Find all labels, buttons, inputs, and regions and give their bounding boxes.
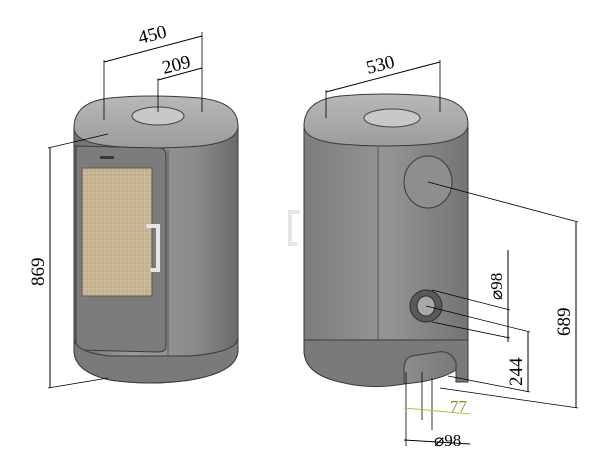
side-handle-icon: [288, 210, 300, 246]
dimension-label: 450: [136, 22, 169, 49]
dimension-label: 209: [160, 52, 193, 79]
dimension-air-inlet-diameter: ⌀98: [431, 250, 511, 342]
dimension-depth-side: 530: [325, 52, 441, 118]
dimension-label: 689: [554, 308, 575, 337]
dimension-label: 77: [450, 397, 468, 416]
dimension-label: ⌀98: [434, 431, 461, 450]
dimension-flue-offset-front: 209: [157, 52, 203, 112]
rear-stove: [288, 93, 469, 388]
dimension-height-total: 869: [28, 133, 109, 389]
dimension-air-inlet-height: 244: [425, 305, 531, 393]
dimension-bottom-inlet: 77 ⌀98: [403, 372, 471, 450]
dimension-label: ⌀98: [487, 273, 506, 300]
door-glass: [81, 167, 153, 297]
dimension-flue-rear-height: 689: [427, 181, 579, 409]
door-handle-icon: [146, 224, 160, 272]
dimension-label: 869: [28, 258, 49, 287]
dimension-label: 244: [506, 357, 527, 386]
front-stove: [73, 95, 239, 384]
